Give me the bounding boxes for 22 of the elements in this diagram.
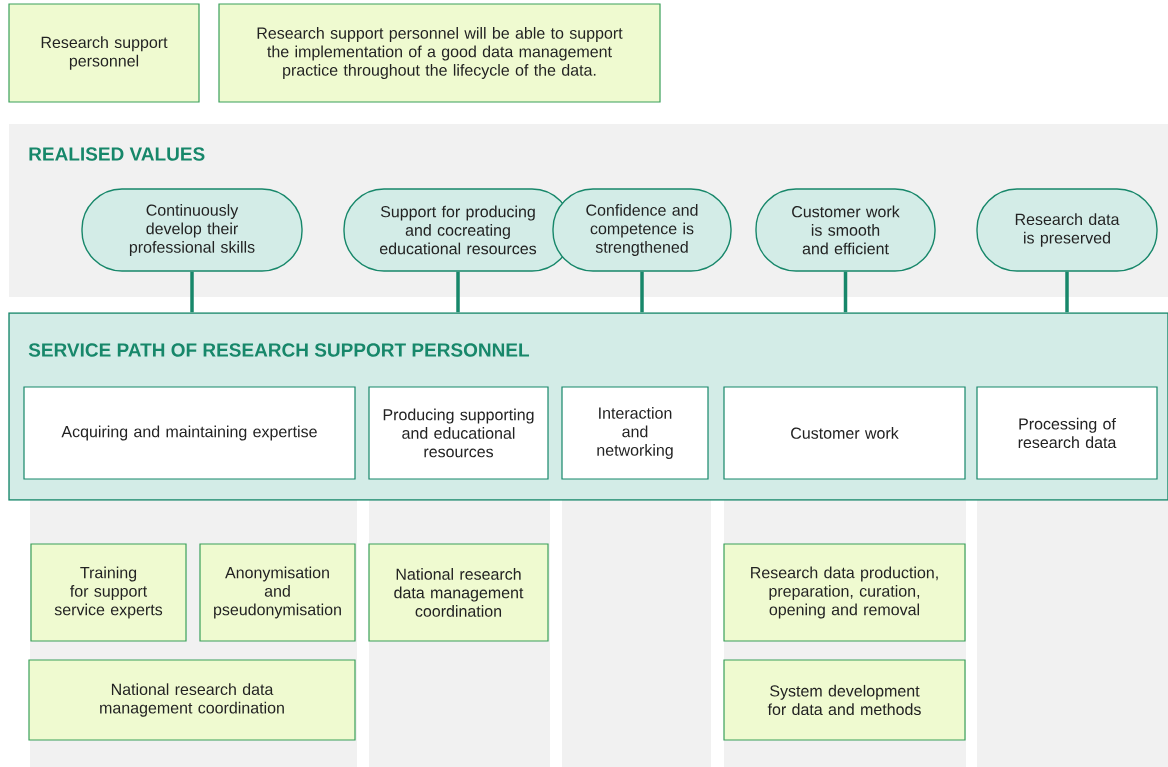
value-pill: Customer work is smooth and efficient xyxy=(755,188,936,272)
connector-line xyxy=(456,271,460,313)
stage-box: Acquiring and maintaining expertise xyxy=(23,386,356,480)
value-pill: Research data is preserved xyxy=(976,188,1158,272)
value-pill: Confidence and competence is strengthened xyxy=(552,188,732,272)
service-box: National research data management coordination xyxy=(368,543,549,642)
stage-box: Processing of research data xyxy=(976,386,1158,480)
service-box: Research data production, preparation, curation, opening and removal xyxy=(723,543,966,642)
service-box: Anonymisation and pseudonymisation xyxy=(199,543,356,642)
connector-line xyxy=(190,271,194,313)
service-box: System development for data and methods xyxy=(723,659,966,741)
stage-box: Customer work xyxy=(723,386,966,480)
value-pill: Continuously develop their professional skills xyxy=(81,188,303,272)
connector-line xyxy=(640,271,644,313)
connector-line xyxy=(1065,271,1069,313)
service-box: National research data management coordination xyxy=(28,659,356,741)
role-box: Research support personnel xyxy=(8,3,200,103)
stage-box: Interaction and networking xyxy=(561,386,709,480)
stage-box: Producing supporting and educational resources xyxy=(368,386,549,480)
service-box: Training for support service experts xyxy=(30,543,187,642)
connector-line xyxy=(843,271,848,313)
description-box: Research support personnel will be able to support the implementation of a good data management practice throughout the lifecycle of the data. xyxy=(218,3,661,103)
